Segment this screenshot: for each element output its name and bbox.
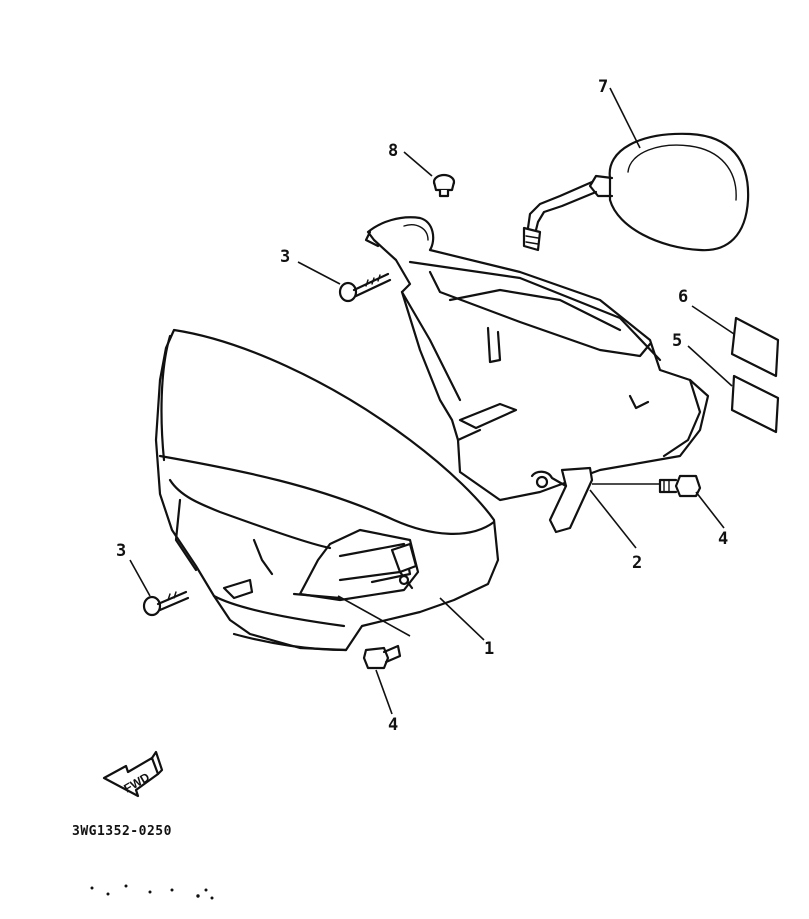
part-reflector-5	[730, 374, 780, 434]
part-grommet	[432, 173, 456, 198]
diagram-part-code: 3WG1352-0250	[72, 824, 172, 839]
part-screw-upper	[338, 272, 392, 303]
part-bracket	[530, 466, 594, 534]
part-inner-cover	[364, 216, 710, 502]
leader-lines	[129, 87, 735, 715]
callout-3-lower: 3	[116, 541, 126, 561]
part-reflector-6	[730, 316, 780, 378]
callout-8: 8	[388, 141, 398, 161]
part-front-cover	[154, 328, 500, 652]
part-screw-lower	[142, 590, 190, 617]
callout-2: 2	[632, 553, 642, 573]
callout-3-upper: 3	[280, 247, 290, 267]
callout-4-bottom: 4	[388, 715, 398, 735]
fwd-arrow: FWD	[102, 750, 164, 798]
part-mirror	[522, 132, 750, 252]
callout-1: 1	[484, 639, 494, 659]
scan-noise	[90, 884, 214, 900]
callout-4-right: 4	[718, 529, 728, 549]
callout-7: 7	[598, 77, 608, 97]
part-bolt-right	[658, 474, 702, 498]
callout-6: 6	[678, 287, 688, 307]
part-bolt-bottom	[362, 644, 402, 670]
callout-5: 5	[672, 331, 682, 351]
callouts: 7 8 3 6 5 4 2 3 1 4	[116, 77, 728, 735]
